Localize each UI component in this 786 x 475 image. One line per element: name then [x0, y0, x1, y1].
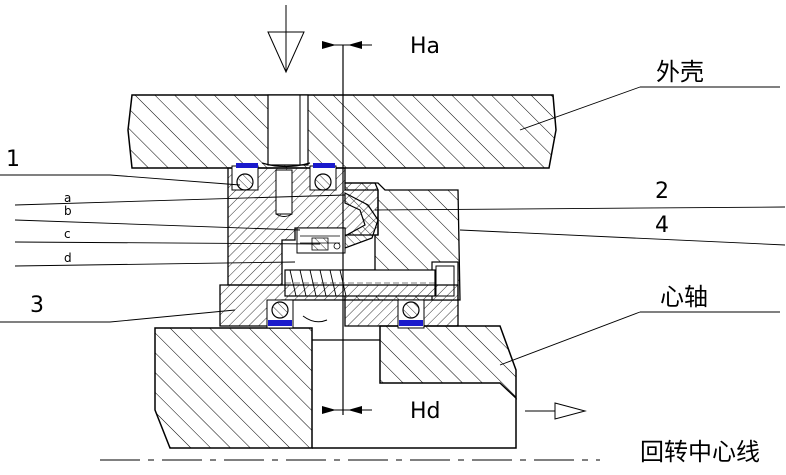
- leader-lines: [0, 86, 786, 366]
- dimension-hd: [322, 406, 372, 414]
- seal-ring-1: [227, 163, 379, 286]
- housing-body: [127, 94, 557, 169]
- label-part-3: 3: [30, 293, 44, 318]
- label-spindle: 心轴: [660, 283, 708, 311]
- label-d: d: [64, 251, 72, 265]
- label-rotation-axis: 回转中心线: [640, 438, 760, 466]
- label-housing: 外壳: [656, 58, 704, 86]
- inner-spring-assembly: [296, 227, 346, 254]
- label-part-2: 2: [655, 179, 669, 204]
- flow-arrow-right: [525, 402, 587, 420]
- spindle-body: [154, 325, 517, 449]
- label-a: a: [64, 191, 71, 205]
- seal-ring-3: [219, 284, 459, 329]
- flow-arrow-down: [267, 5, 305, 74]
- dimension-ha: [322, 41, 372, 49]
- label-b: b: [64, 204, 72, 218]
- label-part-1: 1: [6, 147, 20, 172]
- label-c: c: [64, 227, 71, 241]
- label-part-4: 4: [655, 213, 669, 238]
- label-ha: Ha: [410, 34, 440, 59]
- label-hd: Hd: [410, 399, 441, 424]
